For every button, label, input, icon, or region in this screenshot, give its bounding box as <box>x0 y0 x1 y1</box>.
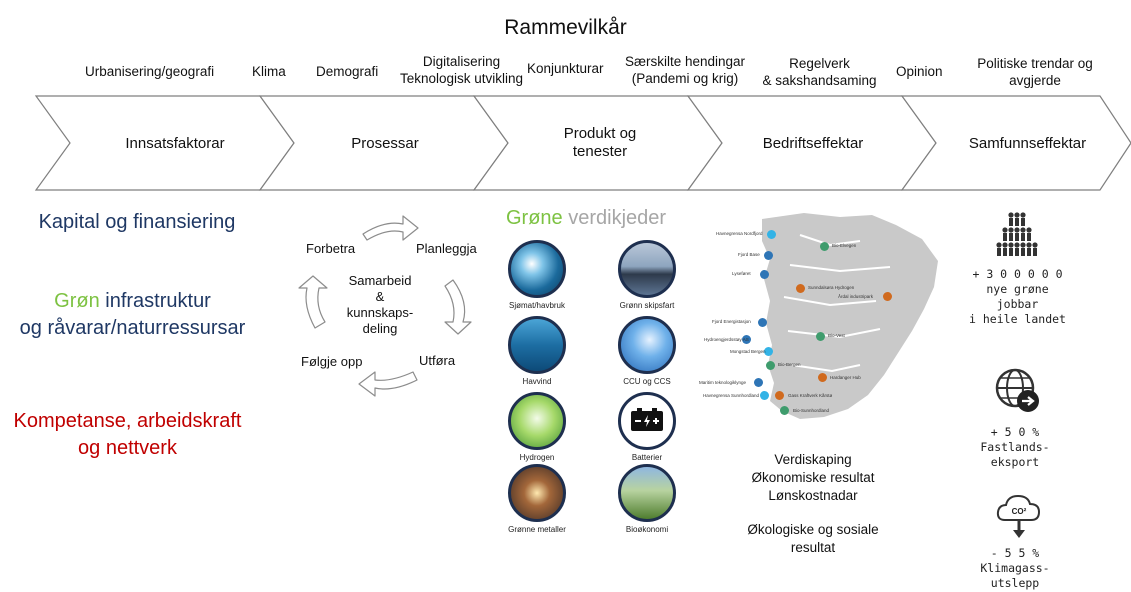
sector-image-hydrogen <box>508 392 566 450</box>
globe-export-icon <box>995 368 1039 412</box>
map-dot <box>883 292 892 301</box>
society-export: + 5 0 % Fastlands- eksport <box>980 425 1050 469</box>
map-dot <box>764 347 773 356</box>
input-kapital: Kapital og finansiering <box>38 211 236 233</box>
map-dot <box>816 332 825 341</box>
sector-label-metaller: Grønne metaller <box>508 525 566 534</box>
cycle-forbetra: Forbetra <box>306 241 356 256</box>
map-label: Fjord Energistasjon <box>712 319 751 324</box>
map-dot <box>767 230 776 239</box>
chevron-samfunnseffektar <box>900 95 1131 191</box>
map-label: Maritim teknologiklynge <box>699 380 747 385</box>
cycle-arrow-icon <box>358 371 418 397</box>
map-label: Gass Kraftverk Kårstø <box>788 393 833 398</box>
map-label: Bio-Bergen <box>778 362 801 367</box>
chevron-label-prosessar: Prosessar <box>351 135 419 152</box>
cycle-arrow-icon <box>362 215 419 241</box>
sector-label-batterier: Batterier <box>631 453 663 462</box>
society-jobs: + 3 0 0 0 0 0 nye grøne jobbar i heile l… <box>969 267 1066 326</box>
sector-label-sjomat: Sjømat/havbruk <box>508 301 566 310</box>
sector-image-batterier <box>618 392 676 450</box>
society-emissions: - 5 5 % Klimagass- utslepp <box>980 546 1050 590</box>
sector-image-metaller <box>508 464 566 522</box>
vestland-map <box>762 213 938 419</box>
input-infrastruktur: Grøn infrastruktur og råvarar/naturressu… <box>19 290 246 339</box>
map-dot <box>780 406 789 415</box>
map-dot <box>766 361 775 370</box>
map-dot <box>760 270 769 279</box>
map-dot <box>820 242 829 251</box>
sector-label-skipsfart: Grønn skipsfart <box>619 301 675 310</box>
framework-konjunkturar: Konjunkturar <box>527 61 604 76</box>
map-dot <box>758 318 767 327</box>
battery-icon <box>631 408 663 431</box>
people-group-icon <box>996 212 1038 256</box>
map-dot <box>742 335 751 344</box>
sector-image-skipsfart <box>618 240 676 298</box>
map-label: Sunndalsøra Hydrogen <box>808 285 855 290</box>
map-label: Hydroengjerdsstøy AS <box>704 337 749 342</box>
sector-image-havvind <box>508 316 566 374</box>
value-chain-chevrons <box>34 95 1131 191</box>
map-dot <box>754 378 763 387</box>
map-label: Hardanger Hub <box>830 375 861 380</box>
sector-label-hydrogen: Hydrogen <box>519 453 555 462</box>
map-label: Lyseføret <box>732 271 751 276</box>
map-dot <box>796 284 805 293</box>
framework-urbanisering: Urbanisering/geografi <box>85 64 215 79</box>
value-chains-title: Grøne verdikjeder <box>506 207 667 229</box>
map-dot <box>775 391 784 400</box>
map-label: Fjord Base <box>738 252 760 257</box>
chevron-label-innsatsfaktorar: Innsatsfaktorar <box>125 135 225 152</box>
map-label: Årdal industripark <box>838 294 874 299</box>
map-label: Mongstad Bergen <box>730 349 766 354</box>
sector-image-ccu <box>618 316 676 374</box>
map-dot <box>818 373 827 382</box>
map-dot <box>764 251 773 260</box>
sector-label-havvind: Havvind <box>522 377 552 386</box>
cycle-arrow-icon <box>298 275 328 329</box>
map-label: Havnegrensa Nordfjord <box>716 231 763 236</box>
framework-regelverk: Regelverk& sakshandsaming <box>762 56 877 88</box>
framework-opinion: Opinion <box>896 64 943 79</box>
company-effects-economic: Verdiskaping Økonomiske resultat Lønskos… <box>751 452 875 503</box>
cycle-planlegga: Planleggja <box>416 241 477 256</box>
chevron-label-bedriftseffektar: Bedriftseffektar <box>762 135 864 152</box>
process-cycle-arrows <box>298 215 472 397</box>
framework-hendingar: Særskilte hendingar(Pandemi og krig) <box>624 54 746 86</box>
cycle-center: Samarbeid & kunnskaps- deling <box>346 273 414 336</box>
map-label: Bio-Sunnhordland <box>793 408 830 413</box>
sector-label-ccu: CCU og CCS <box>623 377 671 386</box>
chevron-label-samfunnseffektar: Samfunnseffektar <box>968 135 1087 152</box>
cloud-co2-icon: CO² <box>996 494 1041 538</box>
sector-label-biookonomi: Bioøkonomi <box>625 525 669 534</box>
map-label: Bio-Vest <box>828 333 845 338</box>
co2-text: CO² <box>1012 507 1027 516</box>
map-label: Havnegrensa Sunnhordland <box>703 393 760 398</box>
cycle-folgje-opp: Følgje opp <box>301 354 363 369</box>
company-effects-ecological: Økologiske og sosiale resultat <box>747 522 879 555</box>
map-label: Bio-Elvegen <box>832 243 857 248</box>
page-title: Rammevilkår <box>504 16 627 39</box>
framework-demografi: Demografi <box>316 64 379 79</box>
input-kompetanse: Kompetanse, arbeidskraft og nettverk <box>13 410 242 459</box>
cycle-arrow-icon <box>444 279 472 335</box>
framework-klima: Klima <box>252 64 286 79</box>
cycle-utfora: Utføra <box>419 353 456 368</box>
sector-image-sjomat <box>508 240 566 298</box>
sector-image-biookonomi <box>618 464 676 522</box>
map-dot <box>760 391 769 400</box>
